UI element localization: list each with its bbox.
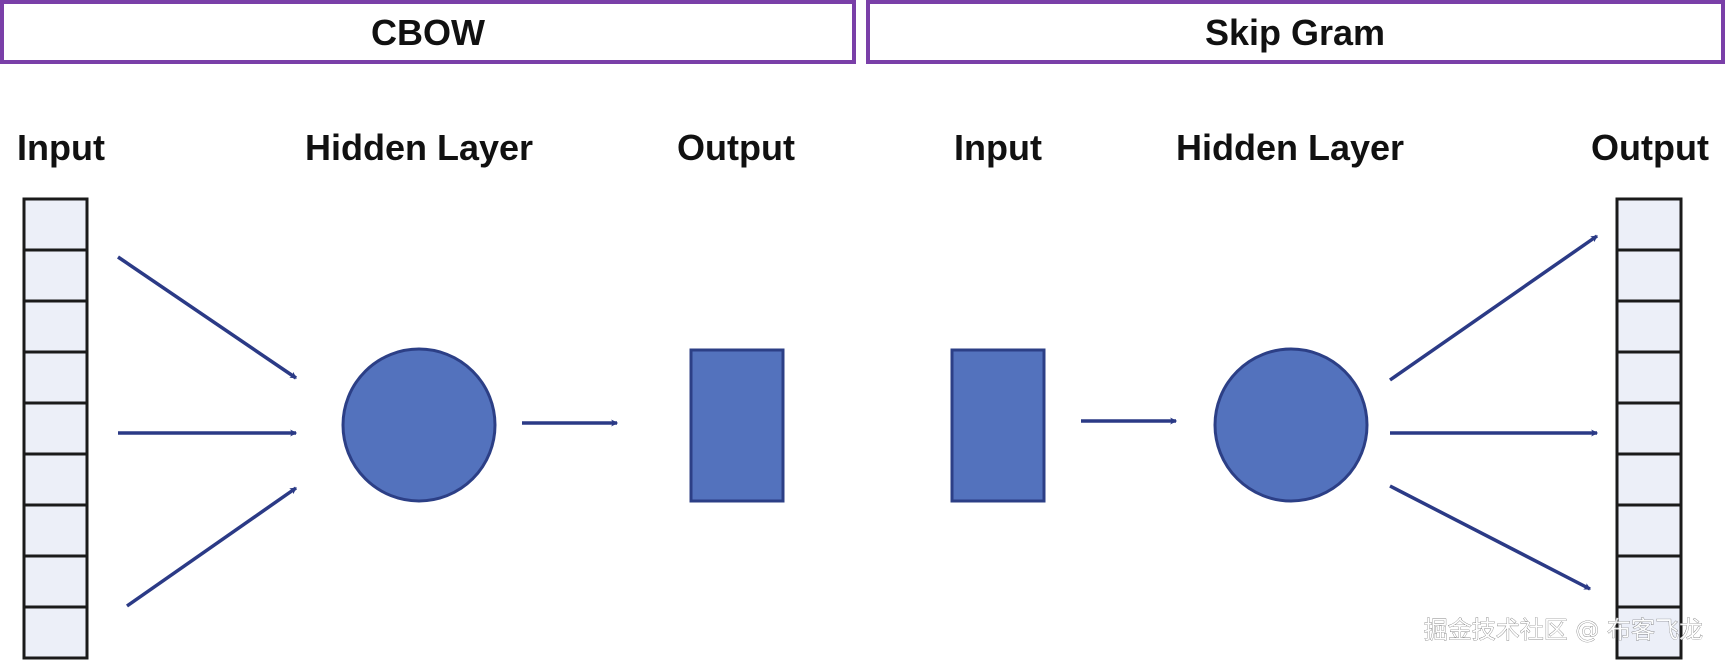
cbow-hidden-layer-node	[341, 347, 497, 503]
skipgram-output-cell	[1615, 605, 1683, 660]
cbow-input-cell	[22, 554, 89, 609]
skipgram-output-cell	[1615, 299, 1683, 354]
skipgram-output-cell	[1615, 350, 1683, 405]
cbow-input-cell	[22, 350, 89, 405]
cbow-output-label: Output	[677, 127, 795, 168]
skipgram-input-node	[950, 348, 1046, 503]
watermark-text: 掘金技术社区 @ 布客飞龙	[1424, 616, 1703, 644]
cbow-hidden-layer-label: Hidden Layer	[305, 127, 533, 168]
skipgram-output-arrow-bottom	[1389, 484, 1592, 591]
cbow-input-cell	[22, 401, 89, 456]
cbow-input-cell	[22, 452, 89, 507]
skipgram-output-label: Output	[1591, 127, 1709, 168]
skipgram-hidden-layer-node	[1213, 347, 1369, 503]
cbow-input-vector	[22, 197, 89, 660]
skipgram-output-cell	[1615, 197, 1683, 252]
skipgram-output-cell	[1615, 401, 1683, 456]
cbow-input-label: Input	[17, 127, 105, 168]
skipgram-title: Skip Gram	[1205, 12, 1385, 53]
skipgram-output-vector	[1615, 197, 1683, 660]
cbow-header-box	[0, 0, 856, 64]
cbow-output-node	[689, 348, 785, 503]
skipgram-hidden-layer-label: Hidden Layer	[1176, 127, 1404, 168]
skipgram-output-cell	[1615, 452, 1683, 507]
cbow-input-cell	[22, 605, 89, 660]
skipgram-output-cell	[1615, 503, 1683, 558]
skipgram-output-cell	[1615, 248, 1683, 303]
skipgram-input-label: Input	[954, 127, 1042, 168]
cbow-input-cell	[22, 299, 89, 354]
skipgram-output-arrow-top	[1389, 234, 1598, 382]
skipgram-panel: Skip Gram Input Hidden Layer Output	[866, 0, 1725, 660]
cbow-panel: CBOW Input Hidden Layer Output	[0, 0, 856, 660]
skipgram-output-cell	[1615, 554, 1683, 609]
skipgram-header-box	[866, 0, 1725, 64]
cbow-input-cell	[22, 503, 89, 558]
cbow-input-cell	[22, 248, 89, 303]
cbow-title: CBOW	[371, 12, 485, 53]
cbow-input-arrow-top	[117, 255, 297, 380]
cbow-input-arrow-bottom	[125, 486, 298, 608]
cbow-input-cell	[22, 197, 89, 252]
